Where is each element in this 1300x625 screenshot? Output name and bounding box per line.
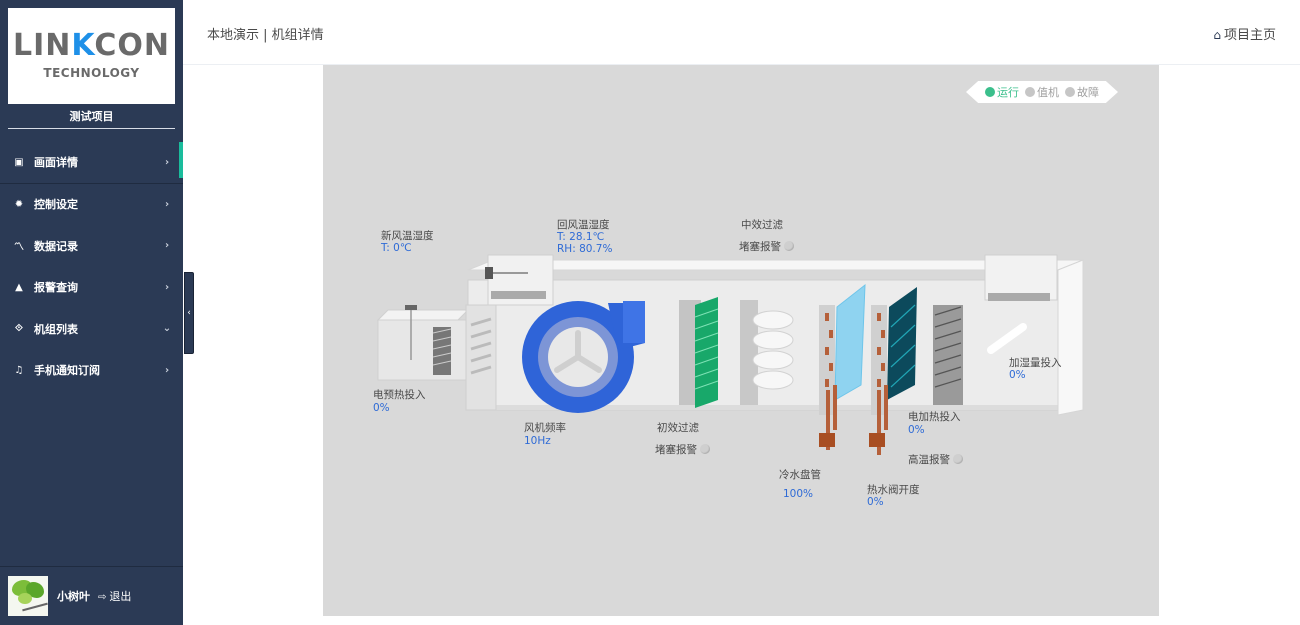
primary-filter-label: 初效过滤 [657, 422, 699, 434]
alarm-indicator-icon [700, 444, 710, 454]
home-icon: ⌂ [1213, 28, 1221, 42]
humidify-value: 0% [1009, 369, 1026, 381]
line-chart-icon: 〽 [14, 242, 24, 254]
preheat-value: 0% [373, 402, 390, 414]
sidebar-item-data-records[interactable]: 〽 数据记录 › [0, 225, 183, 267]
cold-coil-value: 100% [783, 488, 814, 500]
status-fault: 故障 [1065, 84, 1099, 100]
project-name: 测试项目 [8, 108, 175, 129]
warning-icon: ▲ [15, 281, 23, 293]
breadcrumb: 本地演示 | 机组详情 [207, 28, 324, 43]
top-bar: 本地演示 | 机组详情 ⌂项目主页 [183, 0, 1300, 65]
chevron-down-icon: ⌄ [162, 323, 172, 335]
sidebar-item-unit-list[interactable]: ⟐ 机组列表 ⌄ [0, 308, 183, 350]
chevron-left-icon: ‹ [187, 308, 191, 318]
chevron-right-icon: › [164, 240, 170, 252]
fresh-air-label: 新风温湿度 [381, 230, 434, 242]
alarm-indicator-icon [784, 241, 794, 251]
ahu-drawing [376, 254, 1084, 455]
sidebar-item-mobile-notify[interactable]: ♫ 手机通知订阅 › [0, 350, 183, 392]
high-temp-alarm: 高温报警 [908, 454, 963, 466]
return-air-rh: RH: 80.7% [557, 243, 613, 255]
chevron-right-icon: › [164, 156, 170, 168]
image-icon: ▣ [14, 156, 24, 168]
return-air-temp: T: 28.1℃ [557, 231, 605, 243]
sidebar-item-alarm-query[interactable]: ▲ 报警查询 › [0, 267, 183, 309]
status-dot-icon [1025, 87, 1035, 97]
hot-valve-value: 0% [867, 496, 884, 508]
sidebar-item-control-settings[interactable]: ✹ 控制设定 › [0, 184, 183, 226]
humidify-label: 加湿量投入 [1009, 357, 1062, 369]
company-logo: LINKCON TECHNOLOGY [8, 8, 175, 104]
elec-heat-value: 0% [908, 424, 925, 436]
fan-freq-label: 风机频率 [524, 422, 566, 434]
avatar [8, 576, 48, 616]
status-running: 运行 [985, 84, 1019, 100]
mid-filter-label: 中效过滤 [741, 219, 783, 231]
user-bar: 小树叶 ⇨退出 [0, 566, 183, 625]
user-name: 小树叶 [57, 590, 90, 603]
status-dot-icon [985, 87, 995, 97]
mid-filter-alarm: 堵塞报警 [739, 241, 794, 253]
ahu-diagram: 运行 值机 故障 [323, 65, 1159, 616]
chevron-right-icon: › [164, 281, 170, 293]
elec-heat-label: 电加热投入 [908, 411, 961, 423]
sidebar-item-screen-detail[interactable]: ▣ 画面详情 › [0, 142, 183, 184]
sidebar-menu: ▣ 画面详情 › ✹ 控制设定 › 〽 数据记录 › ▲ 报警查询 › ⟐ 机组… [0, 142, 183, 391]
primary-filter-alarm: 堵塞报警 [655, 444, 710, 456]
gear-icon: ✹ [14, 198, 24, 210]
sidebar-collapse-toggle[interactable]: ‹ [184, 272, 194, 354]
link-icon: ⟐ [15, 323, 23, 335]
return-air-label: 回风温湿度 [557, 219, 610, 231]
bell-icon: ♫ [14, 364, 24, 376]
sign-out-icon: ⇨ [98, 592, 107, 603]
status-standby: 值机 [1025, 84, 1059, 100]
fresh-air-temp: T: 0℃ [381, 242, 412, 254]
preheat-label: 电预热投入 [373, 389, 426, 401]
status-dot-icon [1065, 87, 1075, 97]
fan-freq-value: 10Hz [524, 435, 551, 447]
sidebar: LINKCON TECHNOLOGY 测试项目 ▣ 画面详情 › ✹ 控制设定 … [0, 0, 183, 625]
status-legend: 运行 值机 故障 [966, 81, 1118, 103]
chevron-right-icon: › [164, 198, 170, 210]
logout-button[interactable]: ⇨退出 [98, 590, 132, 603]
chevron-right-icon: › [164, 364, 170, 376]
hot-valve-label: 热水阀开度 [867, 484, 920, 496]
alarm-indicator-icon [953, 454, 963, 464]
cold-coil-label: 冷水盘管 [779, 469, 821, 481]
project-home-link[interactable]: ⌂项目主页 [1213, 28, 1276, 43]
